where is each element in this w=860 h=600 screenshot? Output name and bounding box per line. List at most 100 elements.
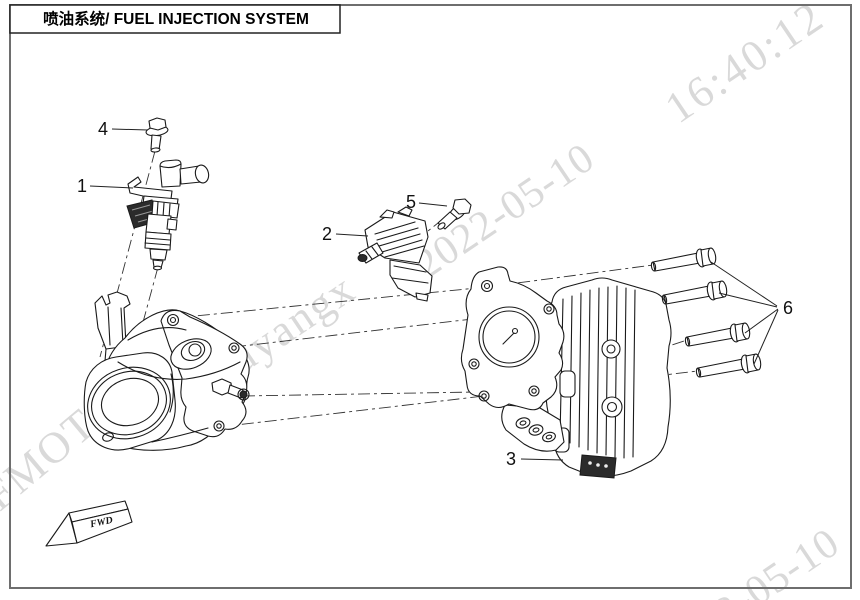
fwd-arrow: FWD xyxy=(45,500,133,547)
tb-bore-inner xyxy=(482,310,536,364)
fuel-injector-drawing xyxy=(126,159,210,271)
tb-housing xyxy=(545,277,672,477)
tb-boss-lower-hole xyxy=(606,401,618,413)
injector-lower-body xyxy=(149,248,168,261)
screw-2-tip xyxy=(661,294,668,305)
tb-hole-3-inner xyxy=(471,361,477,367)
sensor-bolt-drawing xyxy=(437,198,472,230)
tb-boss-upper-hole xyxy=(606,344,616,354)
manifold-small-hole xyxy=(102,432,114,442)
tb-port-ring-1-inner xyxy=(519,420,527,426)
tb-port-ring-1 xyxy=(515,417,531,429)
sensor-barb-tip xyxy=(357,254,368,262)
tb-connector-pin-1 xyxy=(588,461,592,465)
callout-5-sensor-bolt: 5 xyxy=(406,192,416,212)
manifold-injector-port xyxy=(188,343,202,357)
manifold-hole-3-inner xyxy=(216,423,222,429)
leader-callout-3 xyxy=(520,458,564,461)
injector-nozzle-tip xyxy=(152,265,163,271)
tb-hole-3 xyxy=(468,358,480,370)
watermark-time: 16:40:12 xyxy=(656,0,833,133)
screw-3-shaft xyxy=(686,327,735,347)
screw-axis-line-1 xyxy=(174,264,654,319)
screw-3-tip xyxy=(684,336,691,347)
tb-hole-2 xyxy=(543,303,555,315)
manifold-hole-1-inner xyxy=(169,316,177,324)
manifold-stud-tip-ring xyxy=(237,388,250,401)
screw-2 xyxy=(661,280,728,305)
bolt4-tip xyxy=(150,147,161,153)
watermark-date: 2022-05-10 xyxy=(406,135,602,288)
tb-port-ring-2-inner xyxy=(532,427,540,433)
manifold-oring-inner xyxy=(91,370,167,436)
bolt5-tip xyxy=(437,222,446,230)
injector-side-tab xyxy=(166,218,178,231)
injector-barrel-bands xyxy=(144,237,171,246)
tb-hole-4 xyxy=(478,390,490,402)
screw-3-head-end xyxy=(741,322,751,340)
injector-inlet-cylinder xyxy=(159,159,182,188)
fwd-arrow-label: FWD xyxy=(88,515,114,531)
injector-bolt-drawing xyxy=(145,117,169,153)
sensor-tab-2 xyxy=(397,206,413,217)
tb-hole-5 xyxy=(528,385,540,397)
leader-callout-6 xyxy=(710,261,779,365)
tb-port-ring-2 xyxy=(528,424,544,436)
callout-4-injector-bolt: 4 xyxy=(98,119,108,139)
tb-hole-4-inner xyxy=(481,393,487,399)
leader-callout-1 xyxy=(89,185,134,189)
manifold-injector-port-ring xyxy=(180,340,206,362)
leader-lines xyxy=(89,128,779,461)
tb-hole-1 xyxy=(480,279,494,293)
manifold-stud-shank xyxy=(227,384,244,399)
manifold-hole-2 xyxy=(228,342,240,354)
tb-bore xyxy=(478,306,540,368)
sensor-barb-bands xyxy=(365,246,379,260)
tb-shaft-dot xyxy=(511,327,519,335)
callout-2-pressure-sensor: 2 xyxy=(322,224,332,244)
sensor-plug-bands xyxy=(391,265,429,284)
tb-boss-upper xyxy=(601,339,621,359)
leader-callout-5 xyxy=(418,202,448,207)
tb-connector-pin-3 xyxy=(604,464,608,468)
fwd-arrow-front-face xyxy=(71,508,133,544)
page-border xyxy=(9,4,852,589)
injector-socket xyxy=(151,200,180,219)
injector-clip xyxy=(127,176,173,200)
screw-2-head-end xyxy=(718,280,728,298)
manifold-bore xyxy=(100,377,160,427)
manifold-hole-1 xyxy=(166,313,180,327)
screw-4 xyxy=(695,353,762,378)
leader-callout-4 xyxy=(111,128,149,131)
throttle-body-drawing xyxy=(460,266,672,479)
callout-labels: 1 2 3 4 5 6 xyxy=(77,119,793,469)
sensor-ribs xyxy=(374,221,425,258)
tb-hole-1-inner xyxy=(483,282,491,290)
mounting-screws-drawing xyxy=(650,247,762,378)
tb-hole-5-inner xyxy=(531,388,537,394)
screw-2-shaft xyxy=(663,285,712,305)
bolt5-head xyxy=(452,198,472,215)
injector-tube-end xyxy=(194,164,210,184)
tb-shaft-line xyxy=(502,332,515,345)
tb-boss-lower xyxy=(601,396,623,418)
screw-4-shaft xyxy=(697,358,746,378)
injector-inlet-cap-line xyxy=(159,163,182,169)
manifold-oring-outer xyxy=(87,366,171,440)
screw-3 xyxy=(684,322,751,347)
screw-1 xyxy=(650,247,717,272)
screw-4-head-end xyxy=(752,353,762,371)
sensor-plug-tab xyxy=(415,292,429,302)
manifold-hole-3 xyxy=(213,420,225,432)
map-sensor-drawing xyxy=(357,206,433,302)
screw-1-tip xyxy=(650,261,657,272)
page-title: 喷油系统/ FUEL INJECTION SYSTEM xyxy=(43,9,309,28)
tb-port-ring-3 xyxy=(542,431,556,443)
screw-1-shaft xyxy=(652,252,701,272)
manifold-contours xyxy=(117,327,241,443)
screw-4-tip xyxy=(695,367,702,378)
bolt4-head xyxy=(148,117,167,131)
manifold-hole-2-inner xyxy=(231,345,237,351)
